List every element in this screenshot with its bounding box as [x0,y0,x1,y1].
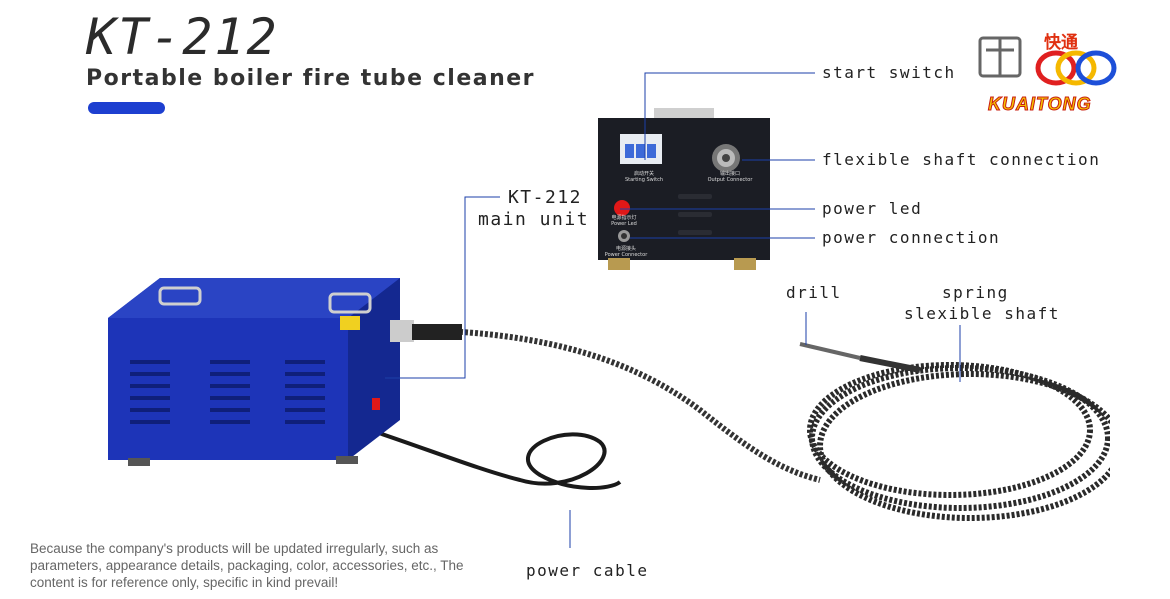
logo-chinese-text: 快通 [1044,33,1078,53]
callout-flexible-shaft-connection: flexible shaft connection [822,150,1101,169]
callout-main-unit: KT-212 main unit [478,187,590,231]
callout-spring-line1: spring [942,283,1009,302]
panel-switch-label-en: Starting Switch [624,177,664,183]
callout-power-connection: power connection [822,228,1001,247]
callout-start-switch: start switch [822,63,956,82]
product-model-title: KT-212 [86,8,279,66]
logo-brand-text: KUAITONG [988,94,1092,115]
logo-rings-icon [978,36,1117,86]
panel-led-label-en: Power Led [611,221,637,227]
product-subtitle: Portable boiler fire tube cleaner [86,66,536,91]
panel-output-label-en: Output Connector [707,177,753,183]
main-unit-photo [100,270,1123,530]
callout-power-cable: power cable [526,561,649,580]
panel-power-label-cn: 电源接头 [615,246,636,252]
brand-logo [976,24,1126,120]
callout-spring-line2: slexible shaft [904,304,1060,323]
panel-output-label-cn: 输出接口 [719,171,740,177]
callout-main-unit-model: KT-212 [507,187,582,208]
disclaimer-text: Because the company's products will be u… [30,541,464,590]
panel-power-label-en: Power Connector [604,252,648,258]
panel-led-label-cn: 电源指示灯 [611,215,637,221]
callout-drill: drill [786,283,842,302]
callout-power-led: power led [822,199,923,218]
callout-main-unit-text: main unit [478,209,590,230]
accent-bar [88,102,165,114]
panel-switch-label-cn: 启动开关 [633,171,654,177]
